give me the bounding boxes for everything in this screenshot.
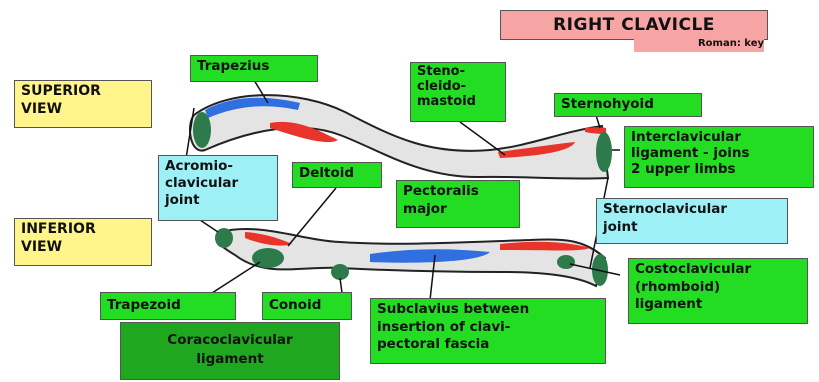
sternocleidomastoid-label: Steno- cleido- mastoid: [410, 62, 506, 122]
costoclavicular-ligament-label: Costoclavicular (rhomboid) ligament: [628, 258, 808, 324]
sternoclavicular-joint-label: Sternoclavicular joint: [596, 198, 788, 244]
trapezoid-label: Trapezoid: [100, 292, 236, 320]
superior-acromial-facet: [193, 112, 211, 148]
acromioclavicular-joint-label: Acromio- clavicular joint: [158, 155, 278, 221]
inferior-clavicle: [215, 228, 608, 286]
conoid-label: Conoid: [262, 292, 352, 320]
inferior-conoid-tubercle: [331, 264, 349, 280]
interclavicular-ligament-label: Interclavicular ligament - joins 2 upper…: [624, 126, 814, 188]
inferior-view-label: INFERIOR VIEW: [14, 218, 152, 266]
deltoid-label: Deltoid: [292, 162, 382, 188]
coracoclavicular-ligament-label: Coracoclavicular ligament: [120, 322, 340, 380]
diagram-subtitle: Roman: key: [634, 38, 764, 52]
inferior-trapezoid-line: [252, 248, 284, 268]
superior-view-label: SUPERIOR VIEW: [14, 80, 152, 128]
superior-sternal-facet: [596, 132, 612, 172]
trapezius-label: Trapezius: [190, 55, 318, 82]
subclavius-label: Subclavius between insertion of clavi- p…: [370, 298, 606, 364]
inferior-costal-tuberosity: [557, 255, 575, 269]
pectoralis-major-label: Pectoralis major: [396, 180, 520, 228]
diagram-title: RIGHT CLAVICLE: [500, 10, 768, 40]
sternohyoid-label: Sternohyoid: [554, 93, 702, 117]
